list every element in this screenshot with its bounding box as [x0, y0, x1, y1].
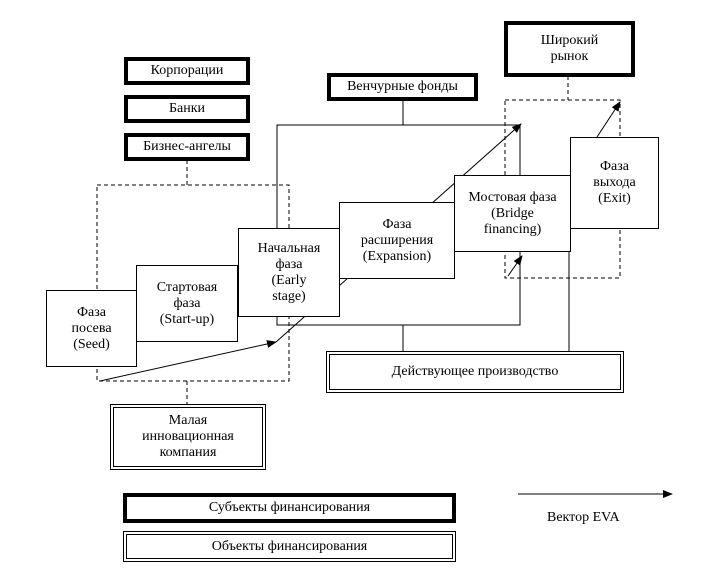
banks-box: Банки: [124, 95, 250, 123]
phase-startup: Стартовая фаза (Start-up): [136, 265, 238, 342]
corporations-box: Корпорации: [124, 57, 250, 85]
business-angels-box: Бизнес-ангелы: [124, 133, 250, 161]
venture-funds-box: Венчурные фонды: [327, 73, 478, 101]
phase-seed: Фаза посева (Seed): [46, 290, 137, 367]
legend-objects-box: Объекты финансирования: [123, 531, 456, 562]
legend-subjects-box: Субъекты финансирования: [123, 493, 456, 523]
phase-bridge: Мостовая фаза (Bridge financing): [454, 175, 571, 252]
operating-production-box: Действующее производство: [326, 351, 624, 393]
small-innovative-company-box: Малая инновационная компания: [110, 404, 266, 470]
legend-vector-label: Вектор EVA: [547, 510, 620, 525]
wide-market-box: Широкий рынок: [504, 21, 635, 77]
phase-early: Начальная фаза (Early stage): [238, 228, 340, 317]
phase-expansion: Фаза расширения (Expansion): [339, 202, 455, 279]
phase-exit: Фаза выхода (Exit): [570, 137, 659, 229]
